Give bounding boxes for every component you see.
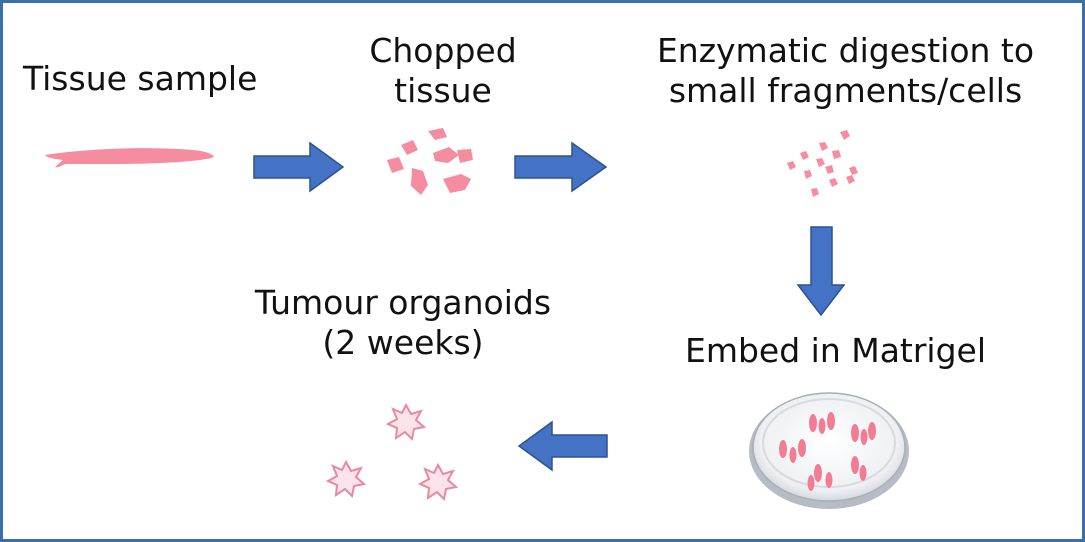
- label-digestion-line1: Enzymatic digestion to: [656, 31, 1035, 70]
- arrow-right-icon: [514, 141, 608, 193]
- tissue-sample-icon: [45, 148, 214, 168]
- label-tumour-organoids: Tumour organoids (2 weeks): [203, 283, 603, 363]
- arrow-left-icon: [517, 420, 608, 472]
- label-chopped-line1: Chopped: [369, 31, 517, 70]
- label-chopped-line2: tissue: [394, 71, 492, 110]
- label-organoids-line2: (2 weeks): [322, 323, 484, 362]
- label-enzymatic-digestion: Enzymatic digestion to small fragments/c…: [618, 31, 1073, 111]
- arrow-down-icon: [796, 226, 846, 317]
- label-tissue-sample: Tissue sample: [23, 59, 258, 98]
- organoid-icon: [419, 464, 457, 500]
- arrow-right-icon: [253, 141, 345, 193]
- organoid-icon: [387, 404, 425, 440]
- label-embed-matrigel: Embed in Matrigel: [684, 331, 987, 370]
- petri-dish-icon: [749, 392, 909, 509]
- diagram-artwork: [45, 128, 909, 509]
- label-chopped-tissue: Chopped tissue: [343, 31, 543, 111]
- label-digestion-line2: small fragments/cells: [668, 71, 1023, 110]
- chopped-tissue-icon: [387, 128, 473, 195]
- organoid-icon: [327, 461, 365, 497]
- label-organoids-line1: Tumour organoids: [254, 283, 552, 322]
- cell-fragments-icon: [787, 130, 858, 197]
